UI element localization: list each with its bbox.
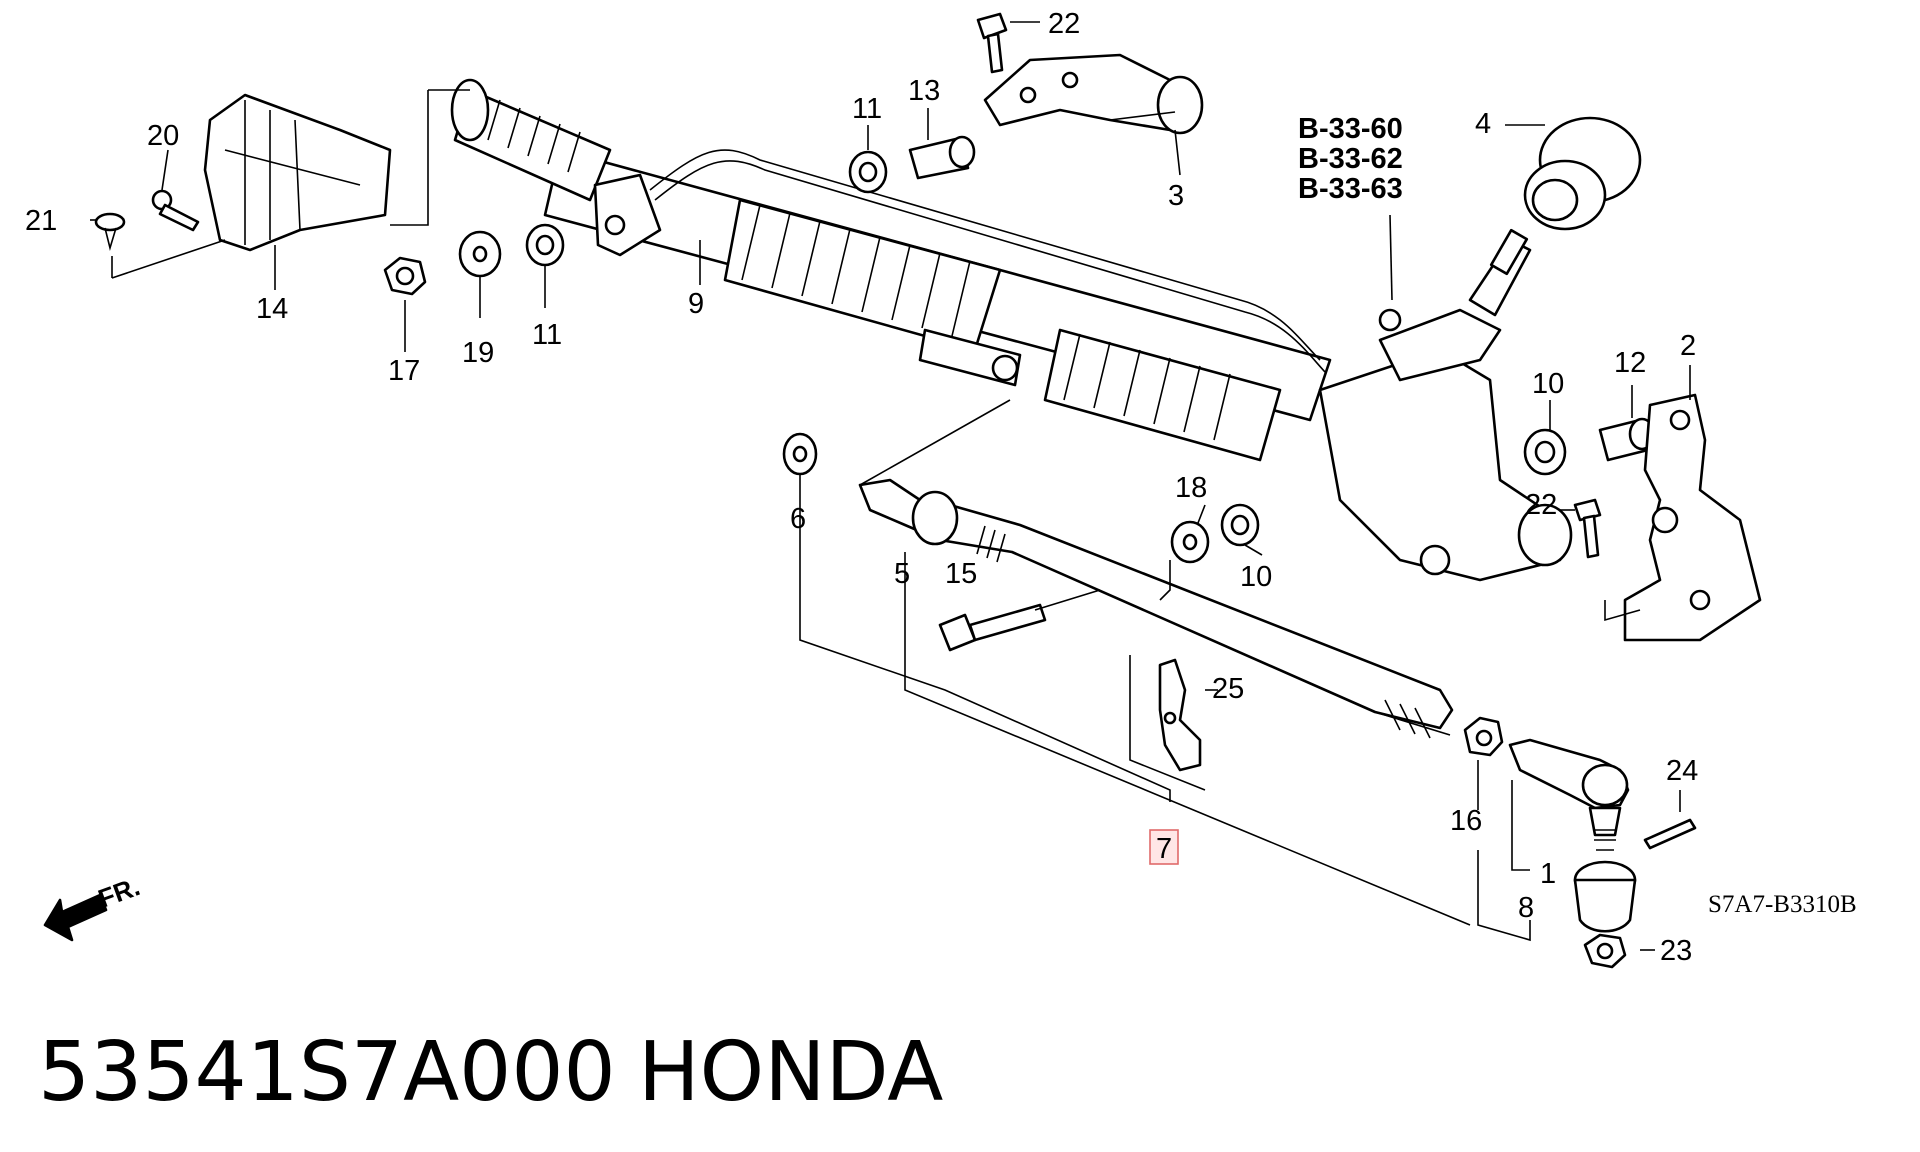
callout-13: 13 xyxy=(908,75,940,107)
nut-17 xyxy=(383,256,427,296)
collar-12 xyxy=(1598,417,1656,462)
bolt-15 xyxy=(938,603,1047,652)
boot-cap-4 xyxy=(1523,116,1642,231)
front-arrow xyxy=(43,893,108,942)
cotter-pin-24 xyxy=(1643,818,1697,850)
callout-9: 9 xyxy=(688,288,704,320)
callout-22-top: 22 xyxy=(1048,8,1080,40)
tie-rod-end-1 xyxy=(1508,738,1630,851)
callout-6: 6 xyxy=(790,503,806,535)
callout-7: 7 xyxy=(1156,833,1172,865)
callout-24: 24 xyxy=(1666,755,1698,787)
callout-17: 17 xyxy=(388,355,420,387)
ref-b-33-62: B-33-62 xyxy=(1298,143,1403,175)
callout-16: 16 xyxy=(1450,805,1482,837)
clamp-25 xyxy=(1158,658,1202,772)
front-marker: FR. xyxy=(94,871,144,914)
ref-b-33-60: B-33-60 xyxy=(1298,113,1403,145)
callout-10-center: 10 xyxy=(1240,561,1272,593)
callout-3: 3 xyxy=(1168,180,1184,212)
nut-23 xyxy=(1583,933,1627,969)
collar-13 xyxy=(908,135,976,180)
callout-5: 5 xyxy=(894,558,910,590)
callout-23: 23 xyxy=(1660,935,1692,967)
boot-insulator-14 xyxy=(203,93,392,252)
callouts: 20 21 14 17 19 11 9 11 13 22 3 B-33-60 B… xyxy=(25,8,1857,967)
drawing-code: S7A7-B3310B xyxy=(1708,891,1857,918)
callout-19: 19 xyxy=(462,337,494,369)
leader-lines xyxy=(90,21,1691,951)
callout-12: 12 xyxy=(1614,347,1646,379)
bracket-3 xyxy=(983,53,1204,135)
left-bellows-boot xyxy=(450,78,612,202)
callout-21: 21 xyxy=(25,205,57,237)
brand-name: HONDA xyxy=(638,1025,943,1120)
callout-14: 14 xyxy=(256,293,288,325)
callout-20: 20 xyxy=(147,120,179,152)
bushing-10-right xyxy=(1523,428,1567,476)
part-number: 53541S7A000 xyxy=(38,1025,616,1120)
callout-4: 4 xyxy=(1475,108,1491,140)
gear-housing xyxy=(1318,228,1573,582)
callout-11-left: 11 xyxy=(532,319,562,351)
bushing-11-left xyxy=(525,223,565,267)
bolt-22-top xyxy=(976,12,1008,74)
callout-22-right: 22 xyxy=(1525,489,1557,521)
clip-21 xyxy=(94,212,126,252)
tie-rod-7 xyxy=(858,478,1454,739)
washer-6 xyxy=(782,432,818,476)
center-bellows xyxy=(723,198,1002,352)
callout-15: 15 xyxy=(945,558,977,590)
right-bellows xyxy=(1043,328,1282,462)
callout-11-top: 11 xyxy=(852,93,882,125)
callout-10-right: 10 xyxy=(1532,368,1564,400)
washer-19 xyxy=(458,230,502,278)
steering-rack xyxy=(43,78,1573,942)
highlight-box xyxy=(1149,829,1179,865)
callout-8: 8 xyxy=(1518,892,1534,924)
washer-18 xyxy=(1170,520,1210,564)
nut-16 xyxy=(1463,716,1504,757)
callout-18: 18 xyxy=(1175,472,1207,504)
callout-2: 2 xyxy=(1680,330,1696,362)
callout-1: 1 xyxy=(1540,858,1556,890)
callout-25: 25 xyxy=(1212,673,1244,705)
bracket-2 xyxy=(1623,393,1762,642)
bolt-22-right xyxy=(1573,498,1602,559)
screw-20 xyxy=(151,189,200,232)
bushing-11-top xyxy=(848,150,888,194)
ball-joint-boot-8 xyxy=(1573,860,1637,933)
ref-b-33-63: B-33-63 xyxy=(1298,173,1403,205)
bushing-10-center xyxy=(1220,503,1260,547)
